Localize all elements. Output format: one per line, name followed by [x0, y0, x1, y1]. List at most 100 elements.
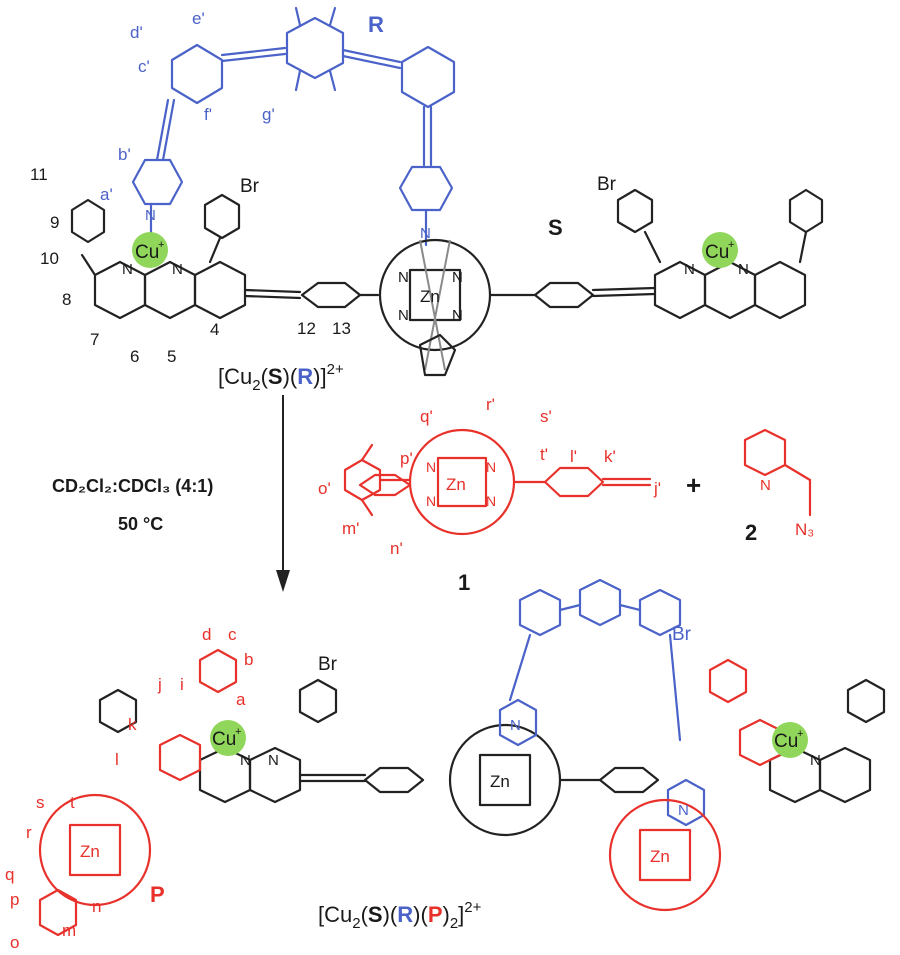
reagent-1-letters: q' r' s' t' p' o' m' n' l' k' j'	[318, 395, 661, 558]
label-c: c	[228, 625, 237, 644]
label-b-prime: b'	[118, 145, 131, 164]
top-n-9: N	[684, 261, 695, 278]
stator-phenyl-left	[300, 281, 362, 309]
top-n-10: N	[738, 261, 749, 278]
top-formula-r: R	[297, 364, 313, 389]
top-zn: Zn	[420, 287, 440, 306]
bottom-right-zn: Zn	[650, 847, 670, 866]
top-n-3: N	[145, 207, 156, 224]
bottom-n-3: N	[810, 752, 821, 769]
bottom-formula-close2: ]	[458, 902, 464, 927]
stator-label: S	[548, 215, 563, 240]
stator-phenyl-right	[533, 281, 595, 309]
label-12: 12	[297, 319, 316, 338]
bottom-right-cu-charge: +	[797, 728, 803, 740]
top-left-cu-ball	[132, 232, 168, 268]
top-n-7: N	[398, 307, 409, 324]
bottom-formula-sub: 2	[352, 915, 360, 932]
bottom-center-zn: Zn	[490, 772, 510, 791]
label-m-prime: m'	[342, 519, 359, 538]
top-left-cu: Cu	[135, 242, 159, 263]
top-right-cu: Cu	[705, 242, 729, 263]
top-formula-close: )]	[313, 364, 326, 389]
label-10: 10	[40, 249, 59, 268]
top-formula-s: S	[268, 364, 283, 389]
top-n-4: N	[420, 225, 431, 242]
reagent-1: Zn N N N N q' r' s' t' p' o' m' n' l' k'…	[318, 395, 661, 595]
top-formula-mid: )(	[283, 364, 298, 389]
label-s: s	[36, 793, 45, 812]
label-e-prime: e'	[192, 9, 205, 28]
bottom-left-cu-charge: +	[235, 726, 241, 738]
rotor-letter-labels: d' e' c' f' g' b' a'	[100, 9, 275, 204]
bottom-right-cu-ball	[772, 722, 808, 758]
label-m: m	[62, 921, 76, 940]
bottom-n-1: N	[240, 752, 251, 769]
label-q-prime: q'	[420, 407, 433, 426]
label-r: r	[26, 823, 32, 842]
conditions-temperature: 50 °C	[118, 514, 163, 534]
bottom-left-cu: Cu	[212, 729, 236, 750]
reagent-1-zn: Zn	[446, 475, 466, 494]
reagent-2: N N₃ 2	[743, 428, 814, 545]
reaction-arrow	[276, 395, 290, 592]
top-n-6: N	[452, 269, 463, 286]
reagent-1-n-3: N	[426, 493, 436, 509]
bottom-formula-mid2: )(	[413, 902, 428, 927]
bottom-n-5: N	[678, 802, 689, 819]
top-n-2: N	[172, 261, 183, 278]
rotor-label: R	[368, 12, 384, 37]
top-complex-formula: [Cu2(S)(R)]2+	[218, 361, 344, 394]
label-r-prime: r'	[486, 395, 495, 414]
bottom-formula-close: )	[443, 902, 450, 927]
bottom-right-br: Br	[672, 624, 692, 645]
label-8: 8	[62, 290, 71, 309]
label-11: 11	[30, 165, 48, 184]
bottom-left-cu-ball	[210, 720, 246, 756]
reagent-1-label: 1	[458, 570, 470, 595]
bottom-formula-charge: 2+	[464, 899, 481, 916]
plus-sign: +	[686, 470, 701, 500]
top-left-br: Br	[240, 176, 260, 197]
label-d-prime: d'	[130, 23, 143, 42]
label-c-prime: c'	[138, 57, 150, 76]
label-s-prime: s'	[540, 407, 552, 426]
reagent-1-n-2: N	[486, 459, 496, 475]
label-k: k	[128, 715, 137, 734]
bottom-formula-mid1: )(	[383, 902, 398, 927]
label-k-prime: k'	[604, 447, 616, 466]
top-formula-sub: 2	[252, 377, 260, 394]
label-n: n	[92, 897, 101, 916]
top-n-1: N	[122, 261, 133, 278]
bottom-formula-open: (	[361, 902, 369, 927]
reagent-2-label: 2	[745, 520, 757, 545]
label-q: q	[5, 865, 14, 884]
bottom-formula-prefix: [Cu	[318, 902, 352, 927]
label-7: 7	[90, 330, 99, 349]
label-b: b	[244, 650, 253, 669]
p-label: P	[150, 882, 165, 907]
top-formula-charge: 2+	[327, 361, 344, 378]
label-t: t	[70, 793, 75, 812]
bottom-complex-formula: [Cu2(S)(R)(P)2]2+	[318, 899, 482, 932]
label-l-prime: l'	[570, 447, 577, 466]
top-right-br: Br	[597, 174, 617, 195]
bottom-letter-labels: d c b j i a k l s t r q p n m o	[5, 625, 253, 952]
label-n-prime: n'	[390, 539, 403, 558]
rotor-structure	[131, 6, 456, 247]
label-f-prime: f'	[204, 105, 212, 124]
label-g-prime: g'	[262, 105, 275, 124]
label-j: j	[157, 675, 162, 694]
label-a-prime: a'	[100, 185, 113, 204]
bottom-n-2: N	[268, 752, 279, 769]
label-o: o	[10, 933, 19, 952]
conditions-solvent: CD₂Cl₂:CDCl₃ (4:1)	[52, 476, 213, 496]
bottom-right-cu: Cu	[774, 731, 798, 752]
reagent-1-n-4: N	[486, 493, 496, 509]
right-phenanthroline	[616, 188, 824, 320]
label-l: l	[115, 750, 119, 769]
label-6: 6	[130, 347, 139, 366]
label-p: p	[10, 890, 19, 909]
top-formula-open: (	[261, 364, 269, 389]
top-porphyrin	[378, 238, 492, 377]
